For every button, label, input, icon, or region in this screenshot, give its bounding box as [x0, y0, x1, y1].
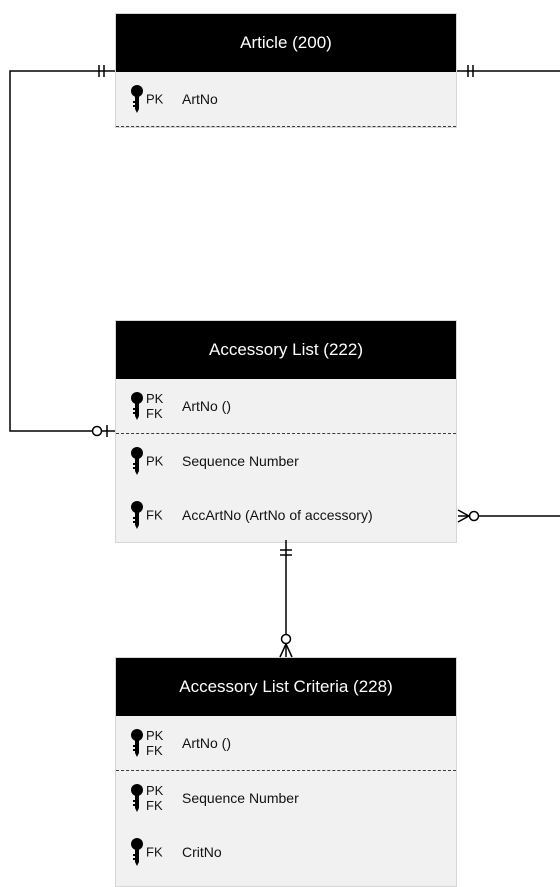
key-kind-label: FK: [146, 507, 163, 523]
key-icon: [129, 728, 145, 758]
key-kind-fk: FK: [146, 798, 163, 813]
key-kind-label: PK FK: [146, 728, 163, 758]
key-kind-label: PK FK: [146, 391, 163, 421]
cardinality-zero-mark: [91, 425, 103, 437]
attribute-name: Sequence Number: [182, 453, 299, 469]
cardinality-zero-mark: [280, 633, 292, 645]
attribute-row[interactable]: FK AccArtNo (ArtNo of accessory): [116, 488, 456, 542]
attribute-name: AccArtNo (ArtNo of accessory): [182, 507, 373, 523]
entity-accessory-list[interactable]: Accessory List (222) PK FK ArtNo () PK S…: [115, 320, 457, 543]
attribute-name: CritNo: [182, 844, 222, 860]
key-kind-label: PK: [146, 91, 164, 107]
key-icon: [129, 500, 145, 530]
key-kind-label: PK: [146, 453, 164, 469]
attribute-name: ArtNo (): [182, 398, 231, 414]
cardinality-zero-mark: [468, 510, 480, 522]
entity-article[interactable]: Article (200) PK ArtNo: [115, 13, 457, 128]
key-icon: [129, 446, 145, 476]
crowfoot-mark: [279, 643, 287, 658]
key-icon: [129, 783, 145, 813]
attribute-name: ArtNo: [182, 91, 218, 107]
attribute-name: ArtNo (): [182, 735, 231, 751]
key-kind-fk: FK: [146, 743, 163, 758]
entity-accessory-list-criteria[interactable]: Accessory List Criteria (228) PK FK ArtN…: [115, 657, 457, 887]
key-kind-label: PK FK: [146, 783, 163, 813]
crowfoot-mark: [457, 515, 470, 523]
key-icon: [129, 837, 145, 867]
attribute-name: Sequence Number: [182, 790, 299, 806]
relationship-article-accessory-list: [9, 70, 115, 432]
attribute-row[interactable]: PK Sequence Number: [116, 434, 456, 488]
key-kind-pk: PK: [146, 783, 164, 798]
key-kind-fk: FK: [146, 406, 163, 421]
crowfoot-mark: [285, 643, 293, 658]
entity-title: Accessory List (222): [116, 321, 456, 379]
key-icon: [129, 84, 145, 114]
entity-title: Accessory List Criteria (228): [116, 658, 456, 716]
attribute-row[interactable]: PK FK ArtNo (): [116, 379, 456, 434]
attribute-row[interactable]: PK ArtNo: [116, 72, 456, 127]
key-icon: [129, 391, 145, 421]
attribute-row[interactable]: PK FK ArtNo (): [116, 716, 456, 771]
key-kind-label: FK: [146, 844, 163, 860]
crowfoot-mark: [457, 509, 470, 517]
entity-title: Article (200): [116, 14, 456, 72]
attribute-row[interactable]: FK CritNo: [116, 825, 456, 879]
key-kind-pk: PK: [146, 728, 164, 743]
key-kind-pk: PK: [146, 391, 164, 406]
attribute-row[interactable]: PK FK Sequence Number: [116, 771, 456, 825]
